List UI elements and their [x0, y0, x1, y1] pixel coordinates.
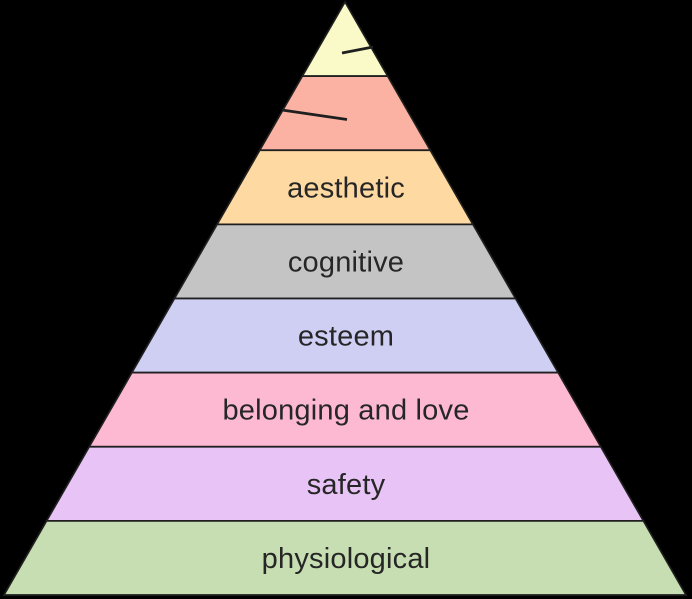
level-label-esteem: esteem [298, 321, 394, 353]
level-label-physiological: physiological [262, 543, 431, 575]
second-level-leader-line [281, 108, 348, 121]
top-level-leader-line [341, 45, 374, 55]
level-label-belonging-and-love: belonging and love [222, 395, 469, 427]
level-label-safety: safety [307, 469, 386, 501]
level-label-aesthetic: aesthetic [287, 172, 405, 204]
level-label-cognitive: cognitive [288, 246, 404, 278]
pyramid-level-physiological [2, 520, 688, 596]
